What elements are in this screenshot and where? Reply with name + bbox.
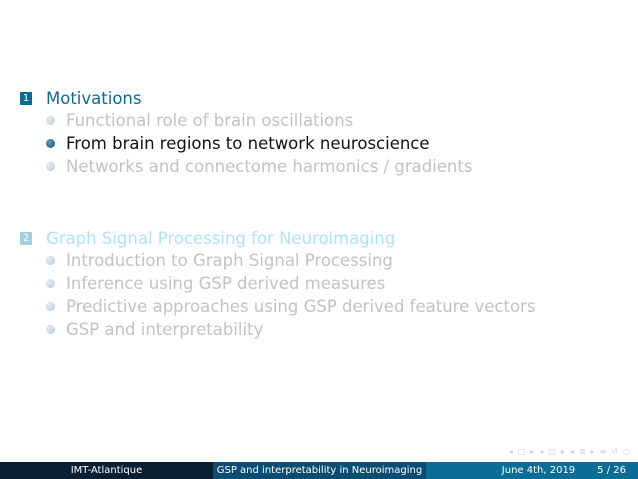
section-gsp-neuroimaging: 2 Graph Signal Processing for Neuroimagi… <box>20 227 535 341</box>
subsection-label: Introduction to Graph Signal Processing <box>66 251 393 270</box>
subsection-label: GSP and interpretability <box>66 320 264 339</box>
section-title[interactable]: Motivations <box>46 88 142 108</box>
subsection-item[interactable]: Predictive approaches using GSP derived … <box>46 295 535 318</box>
nav-prev-frame-icon[interactable]: ◂ <box>508 447 513 456</box>
section-number: 2 <box>20 231 32 245</box>
nav-next-frame-icon[interactable]: ▸ <box>530 447 535 456</box>
subsection-item[interactable]: Introduction to Graph Signal Processing <box>46 249 535 272</box>
section-header: 1 Motivations <box>20 87 472 109</box>
nav-frame-icon[interactable]: □ <box>517 447 526 456</box>
nav-prev-subsection-icon[interactable]: ◂ <box>539 447 544 456</box>
subsection-label: From brain regions to network neuroscien… <box>66 134 430 153</box>
footer-page-number: 5 / 26 <box>597 465 626 476</box>
footer-title: GSP and interpretability in Neuroimaging <box>213 462 426 479</box>
subsection-item[interactable]: Functional role of brain oscillations <box>46 109 472 132</box>
nav-section-icon[interactable]: ≣ <box>578 447 586 456</box>
subsection-label: Predictive approaches using GSP derived … <box>66 297 536 316</box>
nav-back-icon[interactable]: ↺ <box>611 447 619 456</box>
nav-next-section-icon[interactable]: ▸ <box>590 447 595 456</box>
subsection-label: Functional role of brain oscillations <box>66 111 354 130</box>
nav-prev-section-icon[interactable]: ◂ <box>569 447 574 456</box>
section-title[interactable]: Graph Signal Processing for Neuroimaging <box>46 228 396 248</box>
ball-bullet-icon <box>46 139 55 148</box>
ball-bullet-icon <box>46 162 55 171</box>
nav-search-icon[interactable]: ○ <box>623 447 630 456</box>
nav-align-icon[interactable]: ≡ <box>599 447 607 456</box>
footer-date-page: June 4th, 2019 5 / 26 <box>426 462 638 479</box>
subsection-item[interactable]: Inference using GSP derived measures <box>46 272 535 295</box>
section-motivations: 1 Motivations Functional role of brain o… <box>20 87 472 178</box>
nav-subsection-icon[interactable]: ◫ <box>548 447 556 456</box>
section-number: 1 <box>20 91 32 105</box>
subsection-label: Inference using GSP derived measures <box>66 274 386 293</box>
subsection-item[interactable]: Networks and connectome harmonics / grad… <box>46 155 472 178</box>
ball-bullet-icon <box>46 325 55 334</box>
subsection-label: Networks and connectome harmonics / grad… <box>66 157 473 176</box>
ball-bullet-icon <box>46 279 55 288</box>
ball-bullet-icon <box>46 302 55 311</box>
nav-next-subsection-icon[interactable]: ▸ <box>560 447 565 456</box>
footer-date: June 4th, 2019 <box>501 465 576 476</box>
footer-institution: IMT-Atlantique <box>0 462 213 479</box>
section-header: 2 Graph Signal Processing for Neuroimagi… <box>20 227 535 249</box>
subsection-item[interactable]: GSP and interpretability <box>46 318 535 341</box>
ball-bullet-icon <box>46 256 55 265</box>
subsection-item-current[interactable]: From brain regions to network neuroscien… <box>46 132 472 155</box>
beamer-navigation-bar: ◂ □ ▸ ◂ ◫ ▸ ◂ ≣ ▸ ≡ ↺ ○ <box>509 447 630 456</box>
slide-footer: IMT-Atlantique GSP and interpretability … <box>0 462 638 479</box>
ball-bullet-icon <box>46 116 55 125</box>
